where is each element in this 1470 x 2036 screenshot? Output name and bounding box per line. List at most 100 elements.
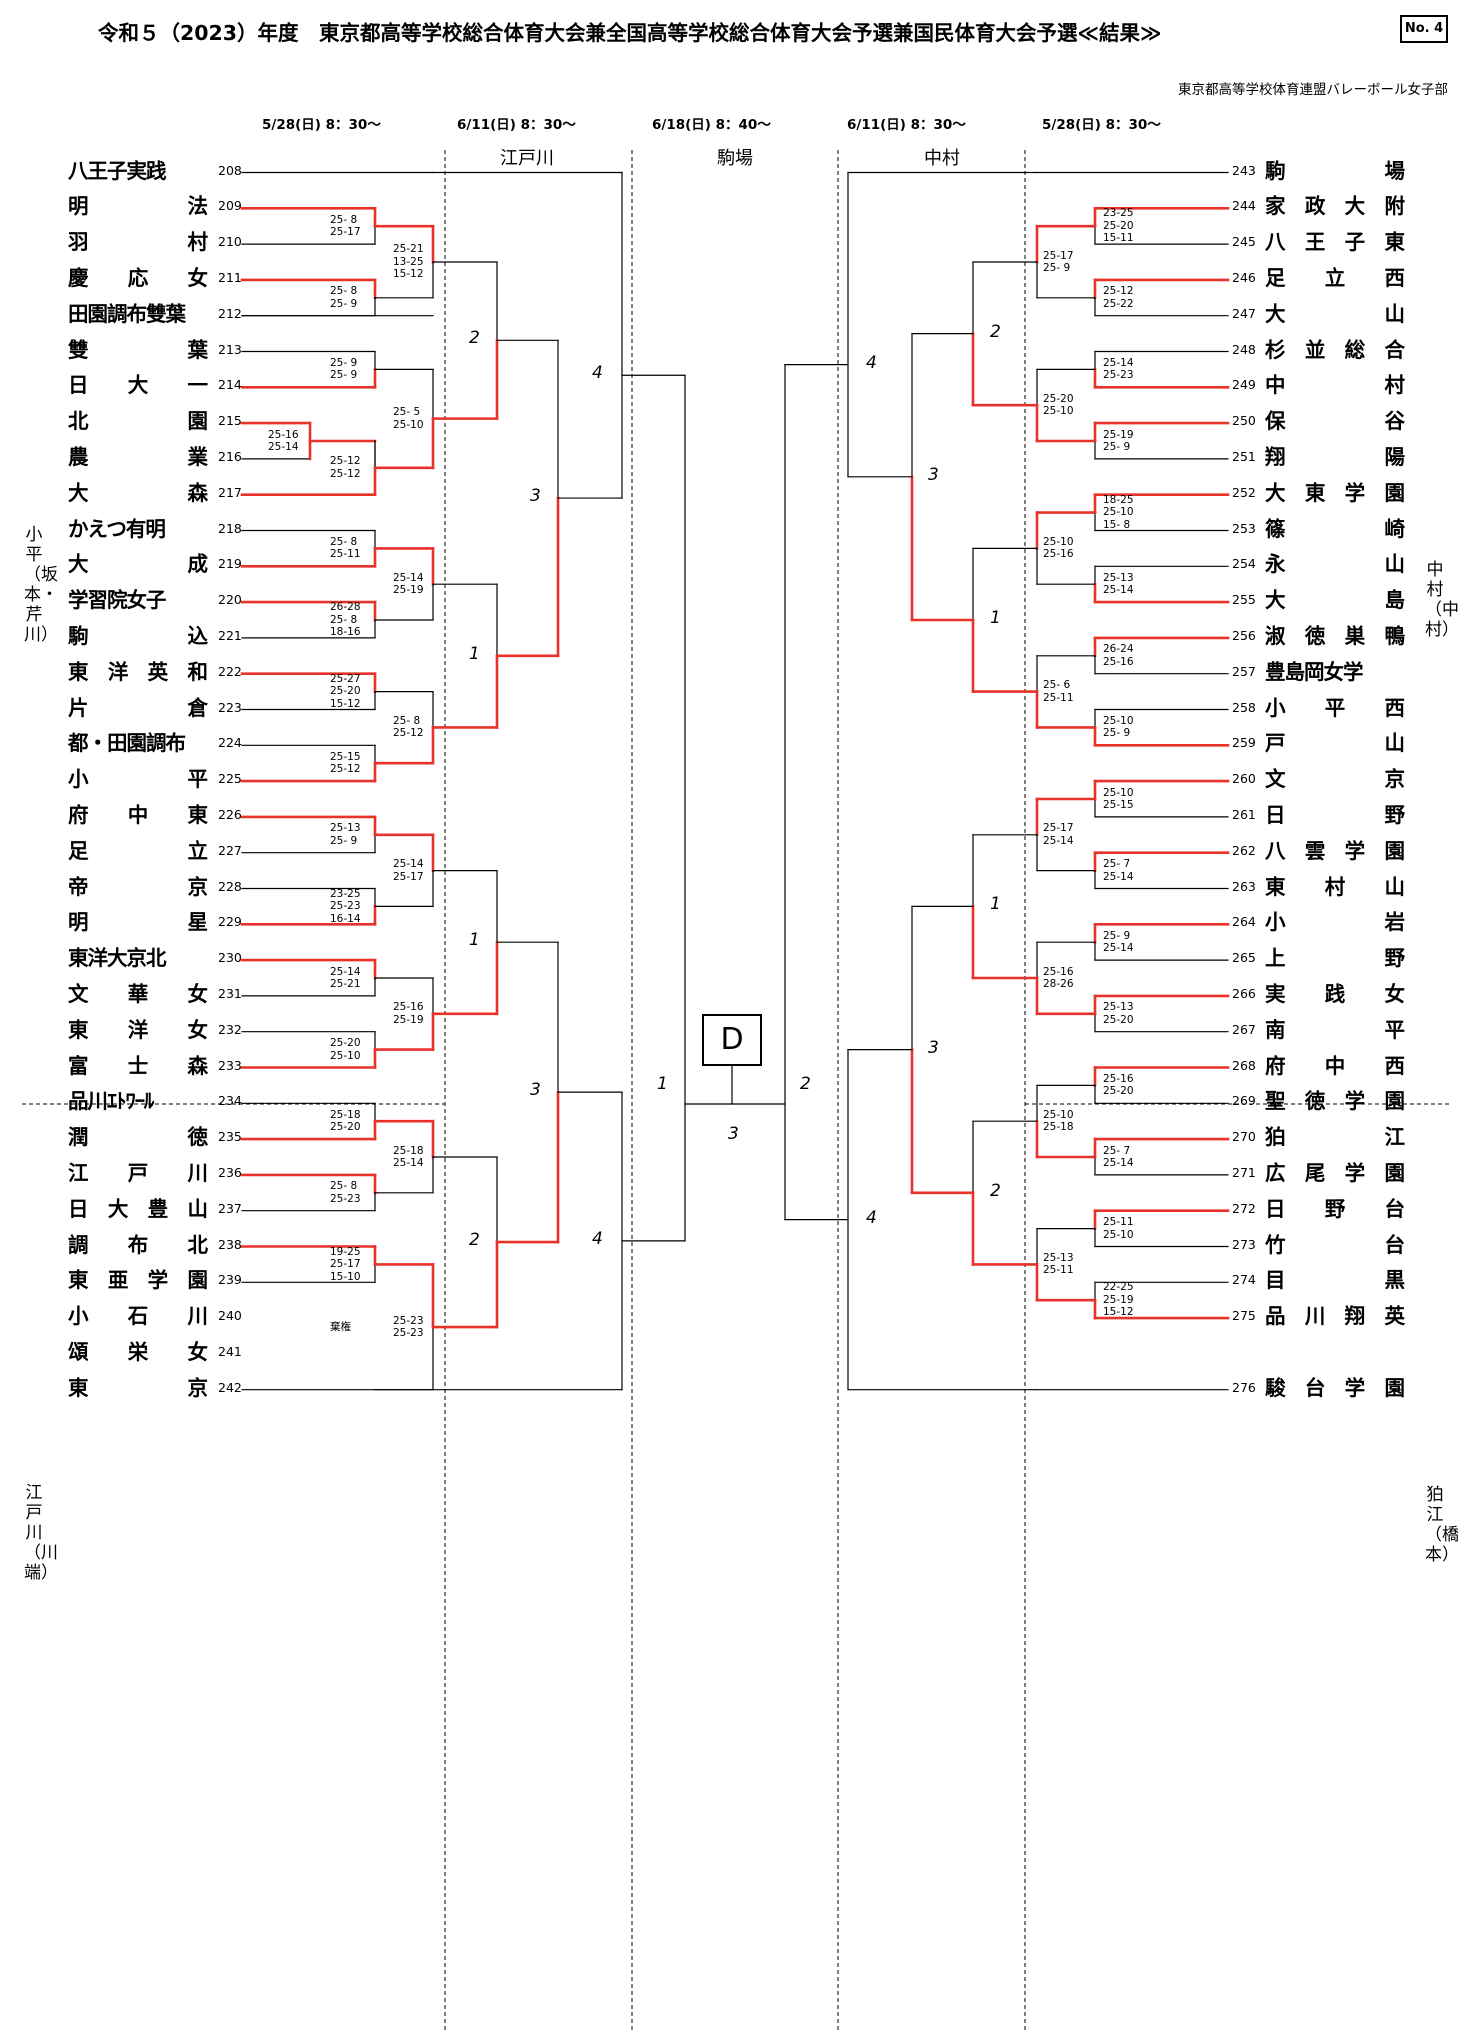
team-name-char: 村	[1324, 874, 1346, 899]
team-name-char: 淑	[1265, 623, 1286, 648]
team-name-char: 日	[68, 373, 89, 398]
team-name-char: 広	[1265, 1160, 1286, 1185]
team-name: 八雲学園	[1265, 838, 1405, 864]
team-name-char: 並	[1304, 337, 1326, 362]
team-number: 254	[1232, 556, 1256, 572]
team-name-char: 谷	[1384, 409, 1406, 434]
team-name: 実践女	[1265, 981, 1405, 1007]
team-name-char: 学	[1344, 1160, 1366, 1185]
team-name-char: 京	[187, 1375, 209, 1400]
team-name: 頌栄女	[68, 1339, 208, 1365]
team-name-char: 東	[68, 659, 89, 684]
score-l-218-219: 25- 8 25-11	[330, 535, 361, 561]
team-name: 小平	[68, 766, 208, 792]
score-l-213-214: 25- 9 25- 9	[330, 356, 358, 382]
team-number: 259	[1232, 735, 1256, 751]
team-number: 274	[1232, 1272, 1256, 1288]
team-name-char: 駒	[68, 623, 89, 648]
date-semifinal: 6/18(日) 8：40～	[652, 117, 771, 133]
team-name-char: 小	[1265, 695, 1286, 720]
team-name: 淑徳巣鴨	[1265, 623, 1405, 649]
team-name-char: 星	[187, 910, 209, 935]
team-name-char: 八	[1265, 838, 1286, 863]
score-l-211-212: 25- 8 25- 9	[330, 285, 358, 310]
team-name-char: 布	[127, 1232, 149, 1257]
team-number: 255	[1232, 592, 1256, 608]
team-name-char: 村	[187, 230, 209, 255]
team-number: 210	[218, 234, 242, 250]
team-name-char: 園	[187, 409, 209, 434]
round-number: 4	[592, 1228, 603, 1249]
team-name-char: 駒	[1265, 158, 1286, 183]
team-name-char: 川	[187, 1304, 209, 1329]
team-number: 241	[218, 1343, 242, 1359]
team-number: 250	[1232, 413, 1256, 429]
score-r-254-255: 25-13 25-14	[1103, 571, 1134, 597]
team-name: 大山	[1265, 301, 1405, 327]
team-number: 249	[1232, 377, 1256, 393]
team-name-char: 八	[1265, 230, 1286, 255]
score-l-216-217: 25-12 25-12	[330, 455, 361, 480]
team-name-char: 篠	[1265, 516, 1286, 541]
team-name-char: 一	[187, 373, 209, 398]
team-number: 243	[1232, 162, 1256, 178]
team-name-char: 頌	[68, 1339, 89, 1364]
team-number: 257	[1232, 663, 1256, 679]
team-name-char: 石	[127, 1304, 149, 1329]
score-l-r2-1: 25-21 13-25 15-12	[393, 243, 424, 281]
team-name-char: 台	[1384, 1196, 1406, 1221]
team-name-char: 台	[1304, 1375, 1326, 1400]
team-name: 竹台	[1265, 1232, 1405, 1258]
team-number: 242	[218, 1379, 242, 1395]
team-name-char: 中	[127, 802, 149, 827]
team-name-char: 日	[1265, 1196, 1286, 1221]
date-round1-right: 5/28(日) 8：30～	[1042, 117, 1161, 133]
team-name-char: 園	[1384, 838, 1405, 863]
score-r-268-269: 25-16 25-20	[1103, 1072, 1134, 1098]
team-name-char: 東	[1304, 480, 1326, 505]
team-name-char: 園	[1384, 1089, 1405, 1114]
team-name-char: 鴨	[1384, 623, 1405, 648]
team-number: 266	[1232, 985, 1256, 1001]
round-number: 2	[990, 321, 1001, 342]
page-title: 令和５（2023）年度 東京都高等学校総合体育大会兼全国高等学校総合体育大会予選…	[98, 21, 1162, 45]
team-name-char: 上	[1265, 946, 1286, 971]
team-name-char: 江	[68, 1160, 89, 1185]
team-number: 256	[1232, 627, 1256, 643]
team-name-char: 込	[187, 623, 209, 648]
team-name: 慶応女	[68, 265, 208, 291]
team-name-char: 聖	[1265, 1089, 1286, 1114]
team-name-char: 東	[68, 1017, 89, 1042]
team-number: 234	[218, 1093, 242, 1109]
team-name-char: 羽	[68, 230, 89, 255]
team-name: 東亜学園	[68, 1267, 208, 1293]
team-number: 208	[218, 162, 242, 178]
team-name: 調布北	[68, 1232, 208, 1258]
team-name-char: 帝	[68, 874, 89, 899]
team-name-char: 山	[1384, 731, 1406, 756]
team-number: 222	[218, 663, 242, 679]
team-name-char: 平	[1384, 1017, 1406, 1042]
team-name-char: 徳	[1304, 1089, 1326, 1114]
score-r-r2-8: 25-13 25-11	[1043, 1251, 1074, 1277]
team-name-char: 洋	[127, 1017, 149, 1042]
score-r-274-275: 22-25 25-19 15-12	[1103, 1281, 1134, 1319]
score-r-266-267: 25-13 25-20	[1103, 1001, 1134, 1026]
team-name: 明法	[68, 193, 208, 219]
team-name: 永山	[1265, 551, 1405, 577]
team-name-char: 北	[68, 409, 89, 434]
team-name-char: 附	[1384, 194, 1405, 219]
team-number: 233	[218, 1057, 242, 1073]
team-name-char: 平	[1324, 695, 1346, 720]
team-number: 227	[218, 842, 242, 858]
document-number: No. 4	[1400, 15, 1448, 43]
team-name: 八王子東	[1265, 229, 1405, 255]
date-round3-left: 6/11(日) 8：30～	[457, 117, 576, 133]
team-number: 240	[218, 1308, 242, 1324]
team-name-char: 森	[187, 480, 209, 505]
team-name-char: 山	[187, 1196, 208, 1221]
team-name-char: 子	[1344, 230, 1366, 255]
team-number: 260	[1232, 771, 1256, 787]
team-name-char: 場	[1384, 158, 1406, 183]
